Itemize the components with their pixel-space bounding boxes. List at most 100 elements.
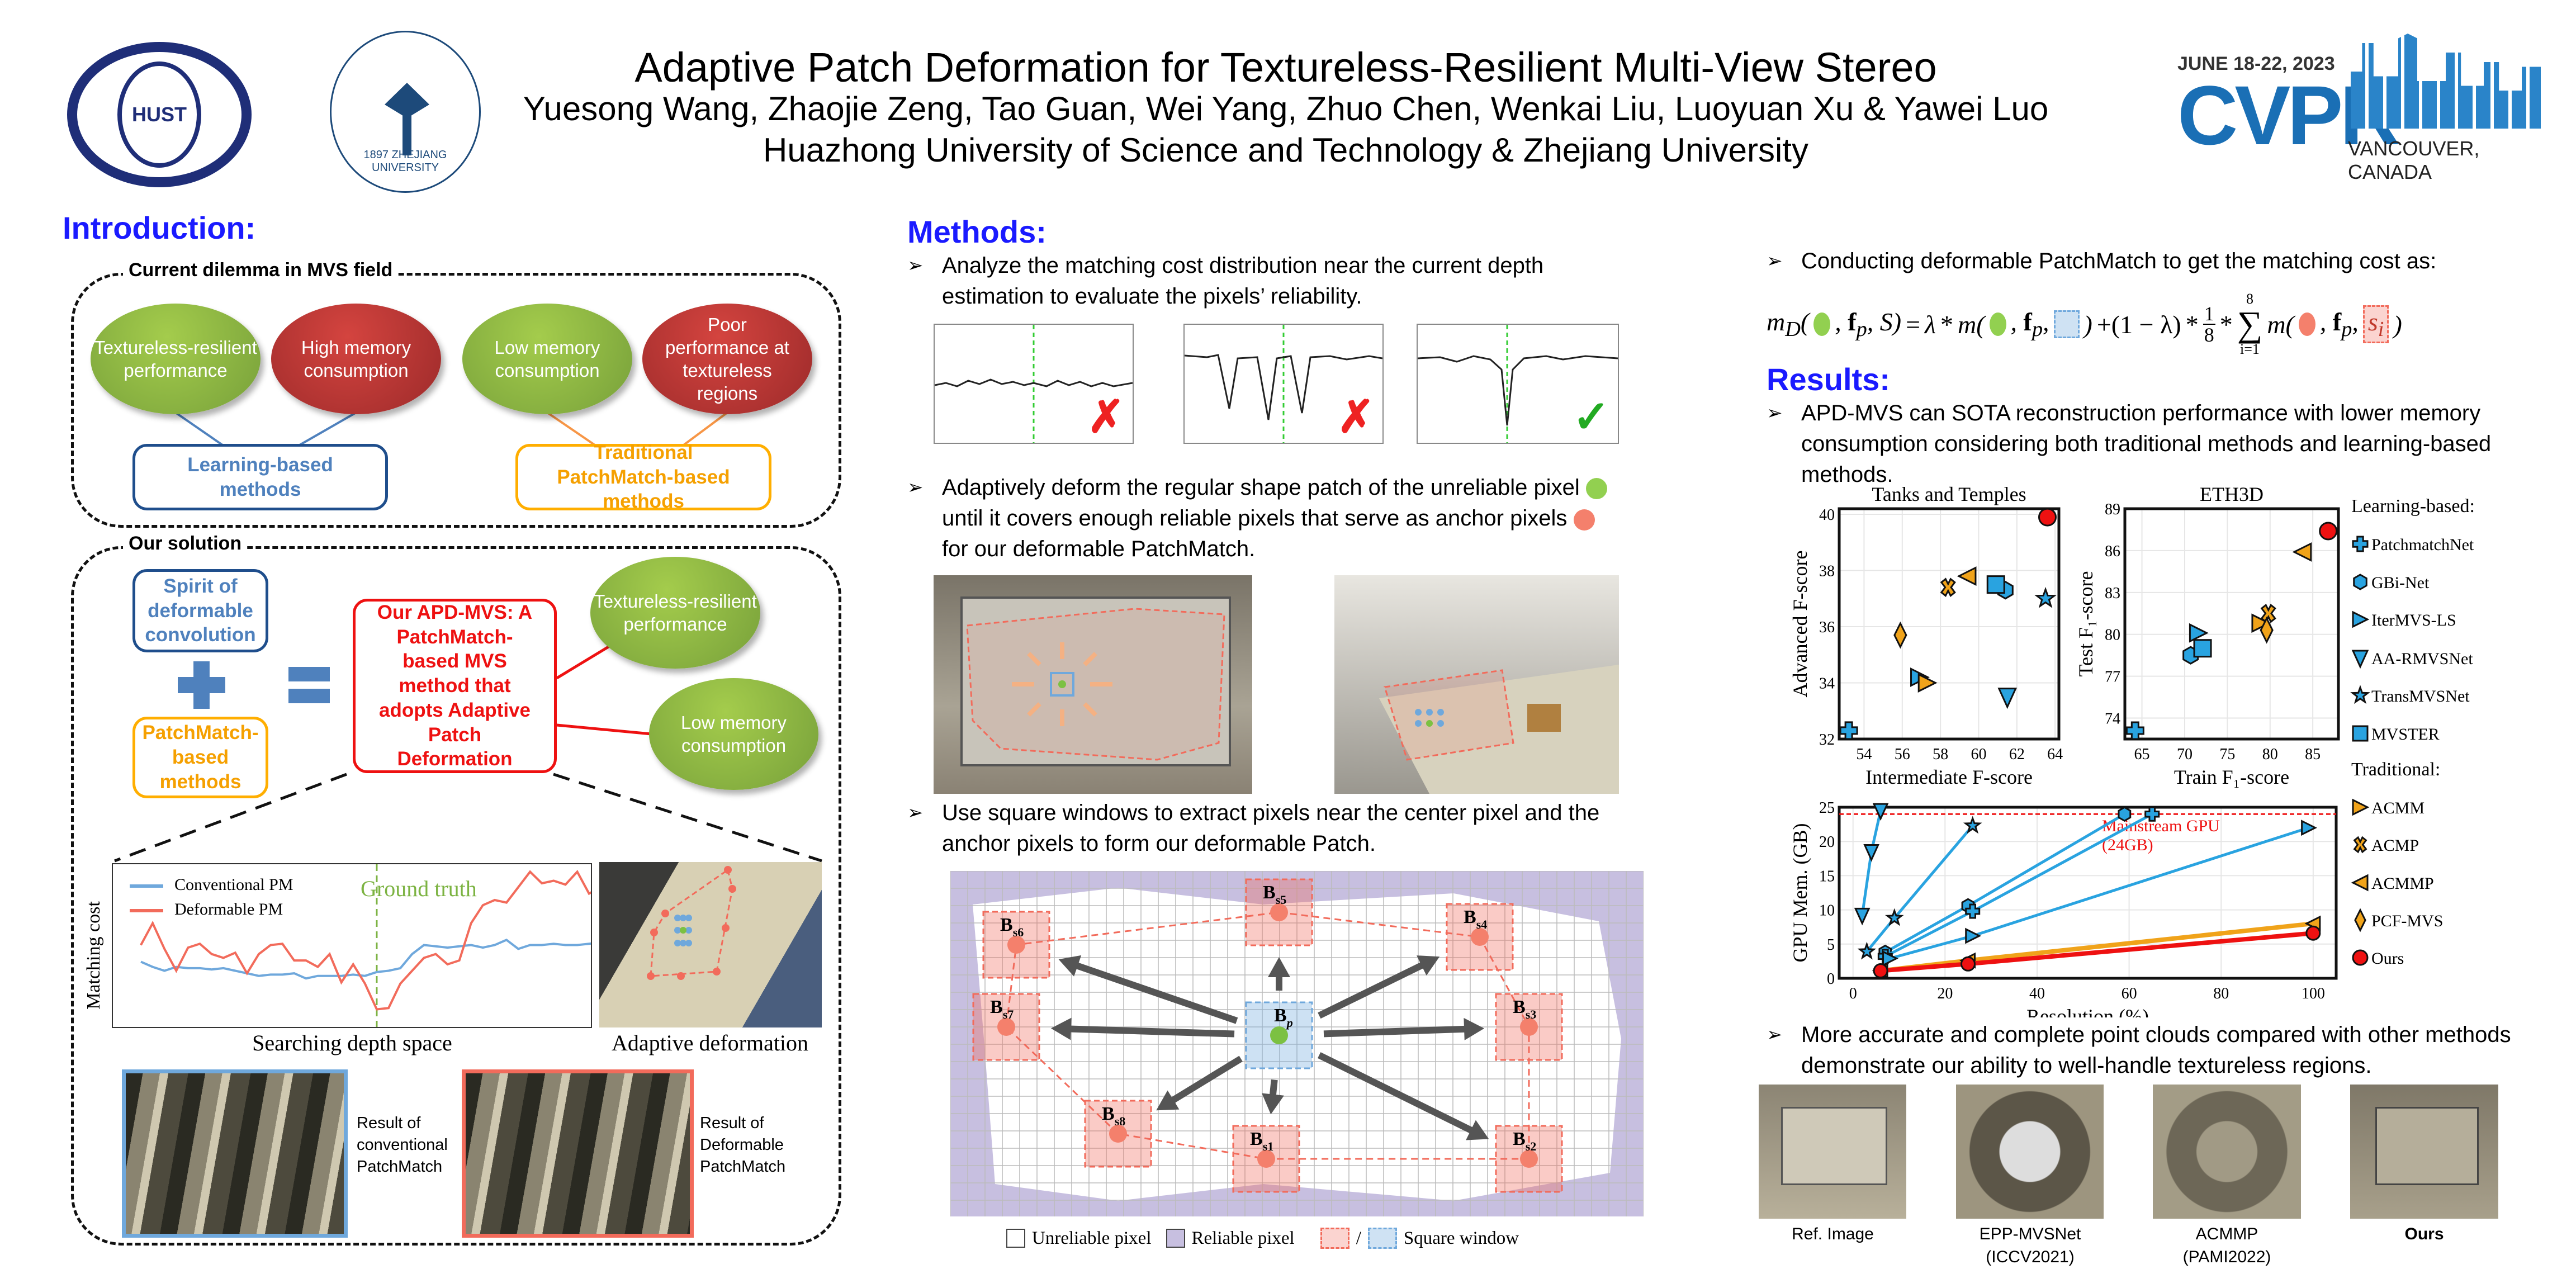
patchmatch-box: PatchMatch-based methods xyxy=(132,717,268,798)
anchor-pixel-4 xyxy=(1471,928,1489,946)
bullet-text: Use square windows to extract pixels nea… xyxy=(942,801,1600,856)
bullet-text: until it covers enough reliable pixels t… xyxy=(942,506,1568,531)
legend-marker-icon xyxy=(2352,536,2369,552)
bullet-text: for our deformable PatchMatch. xyxy=(942,537,1256,562)
formula-plus: +(1 − λ) xyxy=(2096,310,2181,339)
legend-itermvs-ls: IterMVS-LS xyxy=(2371,611,2456,629)
point-patchmatchnet xyxy=(2144,806,2160,822)
y-tick-label: 77 xyxy=(2105,669,2120,686)
anchor-window-5 xyxy=(1245,878,1313,946)
x-tick-label: 40 xyxy=(2029,985,2045,1002)
legend-unreliable: Unreliable pixel xyxy=(1032,1228,1152,1248)
acmmp-result xyxy=(2153,1085,2301,1219)
x-tick-label: 0 xyxy=(1849,985,1857,1002)
cost-plot-multi-minima: ✗ xyxy=(1183,324,1384,444)
y-tick-label: 32 xyxy=(1819,731,1835,749)
formula-m1: m( xyxy=(1957,310,1985,339)
legend-marker-icon xyxy=(2353,574,2367,590)
bullet-text: Analyze the matching cost distribution n… xyxy=(942,253,1544,309)
y-tick-label: 74 xyxy=(2105,711,2120,728)
caption-2: ACMMP(PAMI2022) xyxy=(2153,1223,2301,1268)
anchor-label: Bs5 xyxy=(1263,882,1286,907)
city-skyline-icon xyxy=(2351,34,2541,129)
chart-title: Tanks and Temples xyxy=(1872,483,2026,505)
arrow-to-anchor-6 xyxy=(1065,959,1238,1024)
anchor-pixel-1 xyxy=(1257,1150,1275,1168)
formula-times: * xyxy=(1940,310,1953,339)
bubble-solution-textureless: Textureless-resilient performance xyxy=(590,557,760,669)
x-axis-label: Train F₁-score xyxy=(2174,766,2289,788)
anchor-pixel-7 xyxy=(997,1018,1015,1036)
bubble-low-memory: Low memory consumption xyxy=(462,304,632,414)
anchor-label: Bs1 xyxy=(1250,1129,1273,1153)
methods-bullet-1: ➢ Analyze the matching cost distribution … xyxy=(907,250,1651,312)
point-itermvs-ls xyxy=(2301,820,2317,836)
center-window-swatch-icon xyxy=(1367,1228,1397,1249)
series-deformable-pm xyxy=(140,869,591,1011)
equals-icon xyxy=(288,667,330,703)
point-transmvsnet xyxy=(1857,941,1877,960)
bullet-text: Conducting deformable PatchMatch to get … xyxy=(1801,249,2437,273)
caption-0: Ref. Image xyxy=(1759,1223,1907,1246)
point-itermvs-ls xyxy=(1882,950,1898,967)
arrowhead-icon xyxy=(1262,1093,1284,1115)
anchor-label: Bs6 xyxy=(1000,915,1024,939)
arrowhead-icon xyxy=(1464,1017,1485,1040)
center-window-icon xyxy=(2053,310,2080,338)
point-transmvsnet xyxy=(2034,586,2057,608)
results-bullet: ➢APD-MVS can SOTA reconstruction perform… xyxy=(1767,398,2560,491)
caption-3: Ours xyxy=(2350,1223,2498,1246)
desk-photo xyxy=(599,862,822,1027)
x-tick-label: 85 xyxy=(2305,746,2321,763)
caption-line: ACMMP xyxy=(2195,1225,2258,1243)
learning-based-box: Learning-based methods xyxy=(132,444,388,510)
spirit-box: Spirit of deformable convolution xyxy=(132,569,268,652)
legend-slash: / xyxy=(1356,1228,1361,1248)
red-dot-icon xyxy=(2298,312,2315,336)
formula-fp2: , fp, xyxy=(2010,307,2049,342)
cvpr-logo: JUNE 18-22, 2023 CVPR VANCOUVER, CANADA xyxy=(2177,34,2546,183)
dilemma-label: Current dilemma in MVS field xyxy=(123,259,399,281)
legend-ours: Ours xyxy=(2371,949,2404,968)
anchor-pixel-2 xyxy=(1520,1150,1538,1168)
anchor-pixel-8 xyxy=(1109,1125,1127,1143)
mainstream-gpu-label: (24GB) xyxy=(2102,836,2153,854)
bubble-high-memory: High memory consumption xyxy=(271,304,441,414)
formula-fp3: , fp, xyxy=(2319,307,2359,342)
cross-icon: ✗ xyxy=(1337,392,1375,442)
ground-truth-label: Ground truth xyxy=(361,876,477,901)
y-tick-label: 0 xyxy=(1827,970,1835,988)
whiteboard-photo xyxy=(934,575,1252,794)
plot-frame xyxy=(2123,507,2340,741)
anchor-window-swatch-icon xyxy=(1320,1228,1349,1249)
anchor-label: Bs8 xyxy=(1102,1104,1125,1128)
legend-marker-icon xyxy=(2354,908,2366,932)
clouds-bullet: ➢More accurate and complete point clouds… xyxy=(1767,1020,2560,1081)
adaptive-deformation-caption: Adaptive deformation xyxy=(611,1030,809,1055)
y-tick-label: 80 xyxy=(2105,627,2120,644)
formula-bullet: ➢Conducting deformable PatchMatch to get… xyxy=(1767,246,2560,277)
y-tick-label: 86 xyxy=(2105,543,2120,560)
anchor-label: Bs2 xyxy=(1513,1129,1536,1153)
point-ours xyxy=(1960,956,1976,972)
point-acmm xyxy=(1917,673,1938,693)
point-acmp xyxy=(2260,603,2276,623)
point-aa-rmvsnet xyxy=(1854,907,1871,926)
legend-mvster: MVSTER xyxy=(2371,725,2440,744)
arrow-bullet-icon: ➢ xyxy=(907,802,924,823)
y-tick-label: 25 xyxy=(1819,799,1835,817)
dilemma-box xyxy=(71,273,841,528)
bullet-text: Adaptively deform the regular shape patc… xyxy=(942,475,1580,500)
arrowhead-icon xyxy=(1268,957,1290,977)
caption-line: EPP-MVSNet xyxy=(1979,1225,2081,1243)
method-legend: Learning-based:PatchmatchNetGBi-NetIterM… xyxy=(2350,496,2475,968)
arrow-bullet-icon: ➢ xyxy=(907,255,924,276)
legend-pcf-mvs: PCF-MVS xyxy=(2371,912,2443,930)
formula-lhs: mD( xyxy=(1767,307,1810,342)
result-conventional-image xyxy=(122,1069,348,1238)
legend-marker-icon xyxy=(2352,949,2369,966)
methods-bullet-2: ➢Adaptively deform the regular shape pat… xyxy=(907,472,1651,565)
